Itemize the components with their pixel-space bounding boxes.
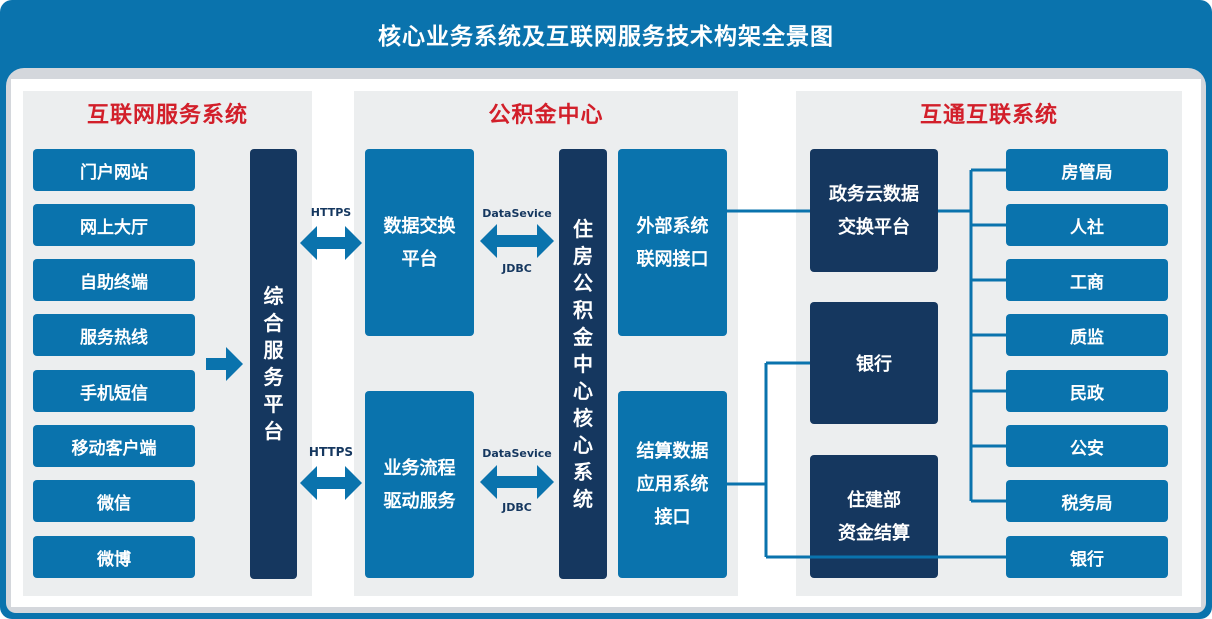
agency-box: 质监 (1006, 314, 1168, 356)
double-arrow-https-bottom (300, 466, 362, 500)
diagram-title: 核心业务系统及互联网服务技术构架全景图 (378, 24, 834, 50)
agency-box: 房管局 (1006, 149, 1168, 191)
agency-box: 工商 (1006, 259, 1168, 301)
core-system: 住 房 公 积 金 中 心 核 心 系 统 (559, 149, 607, 579)
agency-box: 税务局 (1006, 480, 1168, 522)
label-jdbc-top: JDBC (502, 262, 532, 275)
agency-box: 人社 (1006, 204, 1168, 246)
channel-box: 移动客户端 (33, 425, 195, 467)
panel-title-interconnect: 互通互联系统 (919, 103, 1058, 128)
workflow-driver-service: 业务流程 驱动服务 (365, 391, 474, 578)
settlement-data-interface: 结算数据 应用系统 接口 (618, 391, 727, 578)
double-arrow-jdbc-top (480, 224, 554, 258)
agency-box: 民政 (1006, 370, 1168, 412)
label-dataservice-bottom: DataSevice (482, 447, 552, 460)
label-https-bottom: HTTPS (308, 445, 354, 459)
channel-box: 门户网站 (33, 149, 195, 191)
panel-title-internet-services: 互联网服务系统 (86, 103, 248, 128)
channel-box: 手机短信 (33, 370, 195, 412)
data-exchange-platform: 数据交换 平台 (365, 149, 474, 336)
label-https-top: HTTPS (310, 206, 352, 219)
channel-box: 自助终端 (33, 259, 195, 301)
label-dataservice-top: DataSevice (482, 207, 552, 220)
external-system-interface: 外部系统 联网接口 (618, 149, 727, 336)
channel-box: 服务热线 (33, 314, 195, 356)
channel-box: 微信 (33, 480, 195, 522)
agency-box: 银行 (1006, 536, 1168, 578)
channel-box: 微博 (33, 536, 195, 578)
bank-box: 银行 (810, 302, 938, 424)
integrated-service-platform: 综 合 服 务 平 台 (250, 149, 297, 579)
panel-title-fund-center: 公积金中心 (488, 103, 604, 128)
double-arrow-https-top (300, 226, 362, 260)
label-jdbc-bottom: JDBC (502, 501, 532, 514)
gov-cloud-exchange: 政务云数据 交换平台 (810, 149, 938, 272)
channel-box: 网上大厅 (33, 204, 195, 246)
arrow-right-icon (206, 347, 243, 381)
double-arrow-jdbc-bottom (480, 465, 554, 499)
agency-box: 公安 (1006, 425, 1168, 467)
